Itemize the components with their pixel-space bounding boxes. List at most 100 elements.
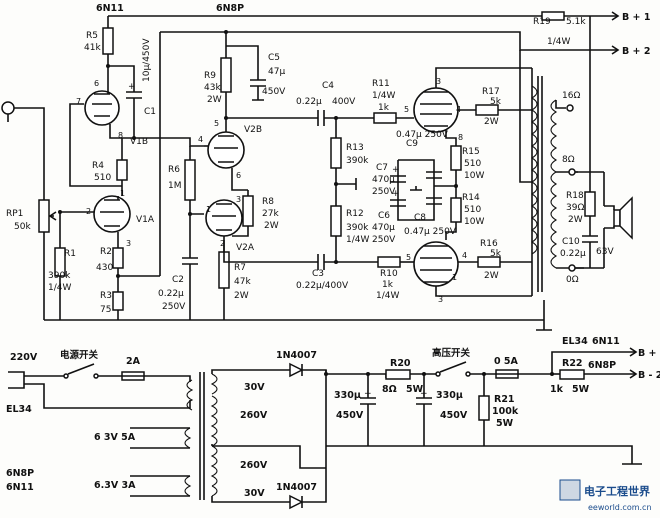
terminal-16-ohm [566,104,574,112]
resistor-r15 [450,145,462,171]
label-r5-value: 41k [84,43,101,53]
input-jack [1,101,15,115]
wire-v1b-grid [69,103,122,187]
capacitor-c10 [582,216,598,268]
power-transformer-sec-260v-b [210,445,218,487]
resistor-r13 [330,137,342,169]
resistor-r9 [220,57,232,93]
label-v1b: V1B [130,137,148,147]
output-transformer-secondary [550,99,558,269]
label-cap-330u-a: 330μ [334,390,361,401]
label-c1-value: 10μ/450V [142,38,152,82]
power-transformer-core [199,372,205,500]
label-sec-30v-b: 30V [244,488,265,499]
label-r20: R20 [390,358,411,369]
pin-el34-bot-3: 3 [438,295,443,304]
tube-el34-bottom-electrodes [420,245,452,283]
label-c7: C7 [376,163,388,173]
watermark-url: eeworld.com.cn [588,503,652,512]
arrow-bminus2-low [629,369,638,379]
wire-input [7,107,45,200]
junction-r6 [188,212,192,216]
label-fuse-0-5a: 0 5A [494,356,519,367]
label-r1-watt: 1/4W [48,283,71,293]
junction-v2b-plate [224,116,228,120]
wire-speaker-leads [604,205,615,229]
label-c1: C1 [144,107,156,117]
switch-power-contact-b [93,373,99,379]
label-c7-value: 470μ [372,175,395,185]
arrow-bplus2 [611,45,620,55]
label-r7-watt: 2W [234,291,249,301]
tube-v1b [84,90,120,126]
label-v1a: V1A [136,215,155,225]
label-r14: R14 [462,193,480,203]
label-c7-plus: + [392,165,400,175]
label-c4: C4 [322,81,334,91]
junction-cap-b [422,372,426,376]
resistor-r6 [184,159,196,201]
tube-el34-top-electrodes [420,91,452,127]
label-c5-volt: 450V [262,87,286,97]
label-out-8: 8Ω [562,155,575,165]
label-c3: C3 [312,269,324,279]
label-c4-volt: 400V [332,97,356,107]
label-diode-a: 1N4007 [276,350,317,361]
switch-hv-contact-b [465,371,471,377]
label-r14-watt: 10W [464,217,484,227]
label-r8: R8 [262,197,274,207]
junction-grid-in [58,210,62,214]
wire-el34-top-plate [435,67,532,88]
capacitor-c7 [390,175,406,183]
label-c8: C8 [414,213,426,223]
capacitor-c4 [317,110,325,126]
speaker-cone-icon [619,196,633,240]
label-r9-value: 43k [204,83,221,93]
label-cap-a-plus: + [364,389,372,399]
wire-r14-bottom [445,222,457,240]
junction-r5 [106,64,110,68]
label-r10: R10 [380,269,398,279]
junction-bplus [550,372,554,376]
label-r18: R18 [566,191,584,201]
junction-rect [324,372,328,376]
label-r4-value: 510 [94,173,111,183]
label-r22-value: 1k [550,384,564,395]
label-load-6n11: 6N11 [592,336,620,347]
label-out-16: 16Ω [562,91,580,101]
capacitor-c6 [390,199,406,207]
label-r19-value: 5.1k [566,17,586,27]
wire-r8-bottom [232,226,249,237]
label-out-0: 0Ω [566,275,579,285]
wire-secondaries [211,369,326,503]
switch-power-contact-a [63,373,69,379]
resistor-r3 [112,291,124,311]
label-r9: R9 [204,71,216,81]
label-r2: R2 [100,247,112,257]
label-r10-value: 1k [382,280,394,290]
watermark-logo-icon [559,479,581,501]
label-bplus1: B + 1 [622,12,650,23]
pin-el34-top-8: 8 [458,133,463,142]
label-r7: R7 [234,263,246,273]
label-r10-watt: 1/4W [376,291,399,301]
junction-r2-r3 [116,274,120,278]
capacitor-c9 [426,171,442,179]
label-r11-value: 1k [378,103,390,113]
label-bplus1-low: B + 1 [638,348,660,359]
label-c9: C9 [406,139,418,149]
wire-v1a [60,211,119,244]
output-transformer-primary [530,85,538,255]
label-r20-watt: 5W [406,384,424,395]
switch-power-lever [67,363,95,375]
pin-el34-top-3: 3 [436,77,441,86]
pin-v2b-4: 4 [198,135,203,144]
wire-r13-r12 [335,168,356,206]
label-c3-value: 0.22μ/400V [296,281,349,291]
capacitor-c3 [317,254,325,270]
label-fil-6n8p: 6N8P [6,468,34,479]
wire-bplus1-out [518,351,636,375]
label-v2a: V2A [236,243,255,253]
label-6n8p-top: 6N8P [216,3,244,14]
